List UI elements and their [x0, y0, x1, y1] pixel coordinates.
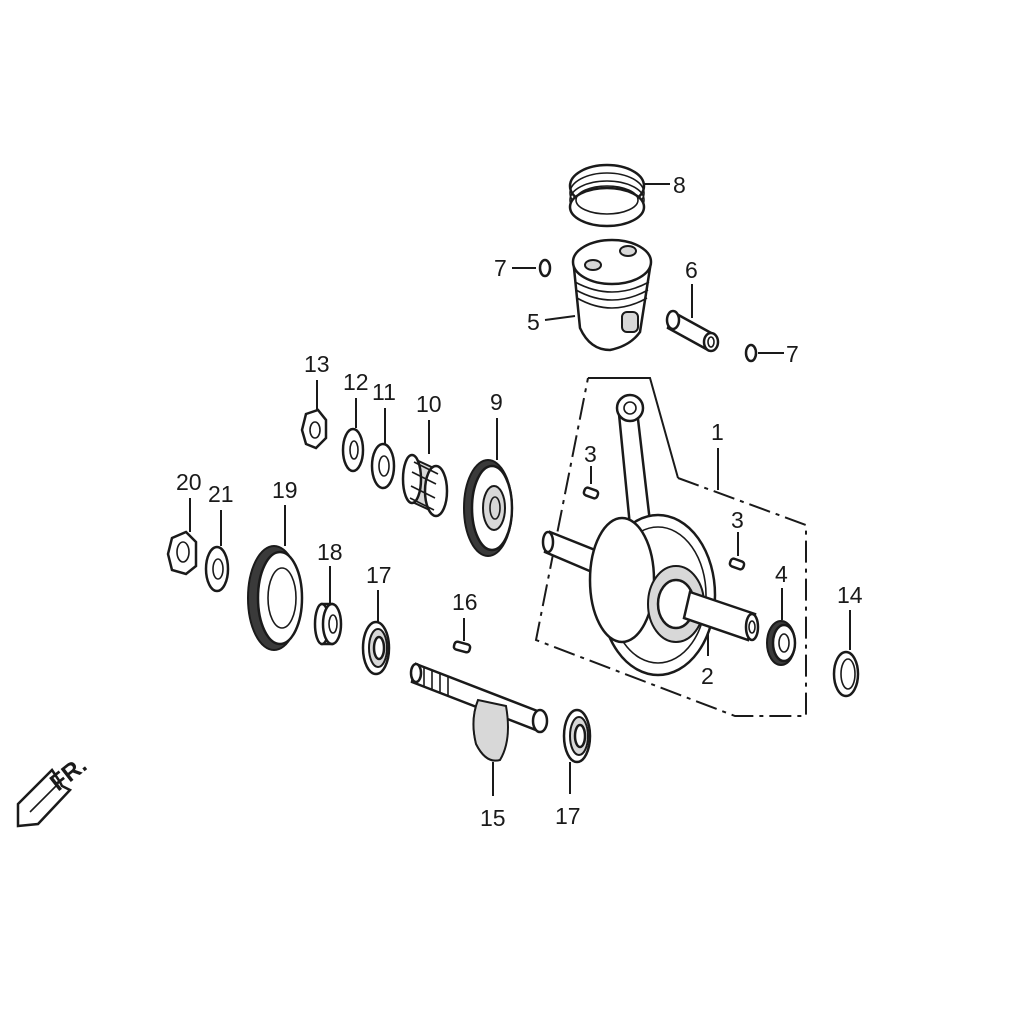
bearing-17-upper[interactable] [361, 620, 391, 676]
dowel-pin-16[interactable] [452, 640, 472, 654]
callout-9: 9 [490, 389, 503, 415]
washer-12[interactable] [341, 427, 365, 473]
callout-8: 8 [673, 172, 686, 198]
callout-17-lower: 17 [555, 803, 581, 829]
leader-lines [189, 183, 851, 796]
callout-7-right: 7 [786, 341, 799, 367]
piston[interactable] [571, 238, 653, 352]
callout-1: 1 [711, 419, 724, 445]
woodruff-key-left[interactable] [582, 486, 600, 500]
callout-15: 15 [480, 805, 506, 831]
crankshaft[interactable] [541, 393, 760, 677]
drive-gear-9[interactable] [463, 459, 514, 557]
gear-sleeve-10[interactable] [401, 453, 449, 518]
washer-21[interactable] [204, 545, 230, 593]
callout-3-left: 3 [584, 441, 597, 467]
callout-4: 4 [775, 561, 788, 587]
oil-seal[interactable] [832, 650, 860, 698]
callout-12: 12 [343, 369, 369, 395]
callout-14: 14 [837, 582, 863, 608]
callout-20: 20 [176, 469, 202, 495]
callout-2: 2 [701, 663, 714, 689]
piston-pin-clip-right[interactable] [744, 343, 758, 363]
balancer-gear-19[interactable] [247, 545, 304, 651]
callout-21: 21 [208, 481, 234, 507]
callout-5: 5 [527, 309, 540, 335]
piston-pin-clip-left[interactable] [538, 258, 552, 278]
piston-pin[interactable] [665, 309, 720, 353]
callout-19: 19 [272, 477, 298, 503]
callout-3-right: 3 [731, 507, 744, 533]
callout-numbers: 8 7 5 6 7 1 3 3 2 4 14 13 12 11 10 9 20 … [176, 172, 863, 831]
front-direction-arrow-icon [16, 768, 73, 828]
crankshaft-assembly-boundary [534, 377, 807, 717]
balancer-shaft-15[interactable] [409, 662, 549, 762]
callout-11: 11 [372, 379, 396, 405]
washer-11[interactable] [370, 442, 396, 490]
callout-6: 6 [685, 257, 698, 283]
timing-sprocket[interactable] [766, 620, 797, 666]
piston-rings[interactable] [568, 163, 646, 228]
bushing-18[interactable] [313, 602, 343, 646]
bearing-17-lower[interactable] [562, 708, 592, 764]
callout-18: 18 [317, 539, 343, 565]
callout-17-upper: 17 [366, 562, 392, 588]
flange-nut-20[interactable] [166, 530, 198, 576]
callout-16: 16 [452, 589, 478, 615]
lock-nut-13[interactable] [300, 408, 328, 450]
callout-13: 13 [304, 351, 330, 377]
callout-10: 10 [416, 391, 442, 417]
woodruff-key-right[interactable] [728, 557, 746, 571]
callout-7-left: 7 [494, 255, 507, 281]
